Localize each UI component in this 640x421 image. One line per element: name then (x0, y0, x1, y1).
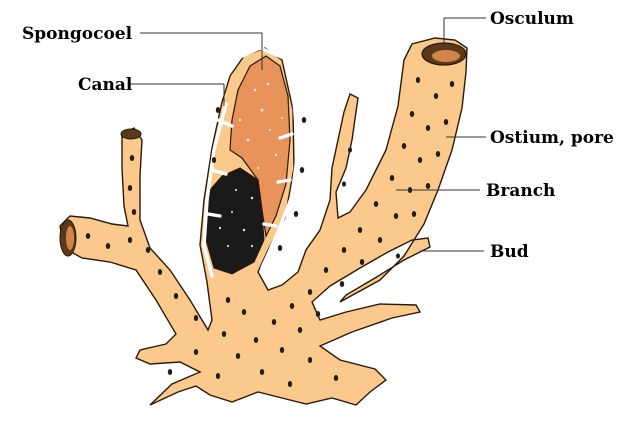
label-spongocoel: Spongocoel (22, 24, 133, 44)
label-bud: Bud (490, 242, 529, 262)
label-ostium-pore: Ostium, pore (490, 128, 614, 148)
dark-chamber (206, 168, 264, 274)
label-branch: Branch (486, 181, 555, 201)
small-branch-opening (121, 129, 141, 139)
label-osculum: Osculum (490, 9, 574, 29)
label-canal: Canal (78, 75, 133, 95)
